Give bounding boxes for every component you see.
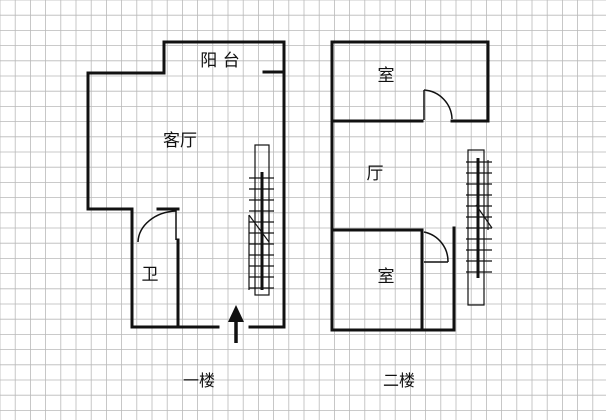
- floor-1-staircase: [248, 144, 274, 296]
- floor-2-caption: 二楼: [383, 371, 415, 390]
- floor-1-bathroom-wall: [130, 207, 180, 329]
- entrance-arrow: [228, 305, 244, 343]
- bathroom-label: 卫: [142, 265, 159, 285]
- floor-2-bottom-room-label: 室: [378, 267, 395, 287]
- floor-1-bathroom-door: [137, 210, 177, 243]
- floor-2-top-room-door: [423, 89, 453, 120]
- living-room-label: 客厅: [163, 131, 197, 151]
- balcony-label: 阳 台: [200, 51, 239, 71]
- floor-2-hall-label: 厅: [367, 164, 384, 184]
- floor-1-balcony-wall: [162, 40, 286, 75]
- floor-1-living-room-wall: [86, 71, 166, 211]
- floor-2-top-room-wall: [330, 40, 490, 123]
- floor-2-bottom-room-door: [423, 231, 449, 263]
- floor-2-plan: [330, 40, 490, 332]
- floor-2-staircase: [466, 149, 493, 306]
- floor-2-top-room-label: 室: [378, 66, 395, 86]
- floor-1-caption: 一楼: [183, 371, 215, 390]
- floor-1-plan: [86, 40, 286, 329]
- floor-2-bottom-wall: [330, 226, 456, 332]
